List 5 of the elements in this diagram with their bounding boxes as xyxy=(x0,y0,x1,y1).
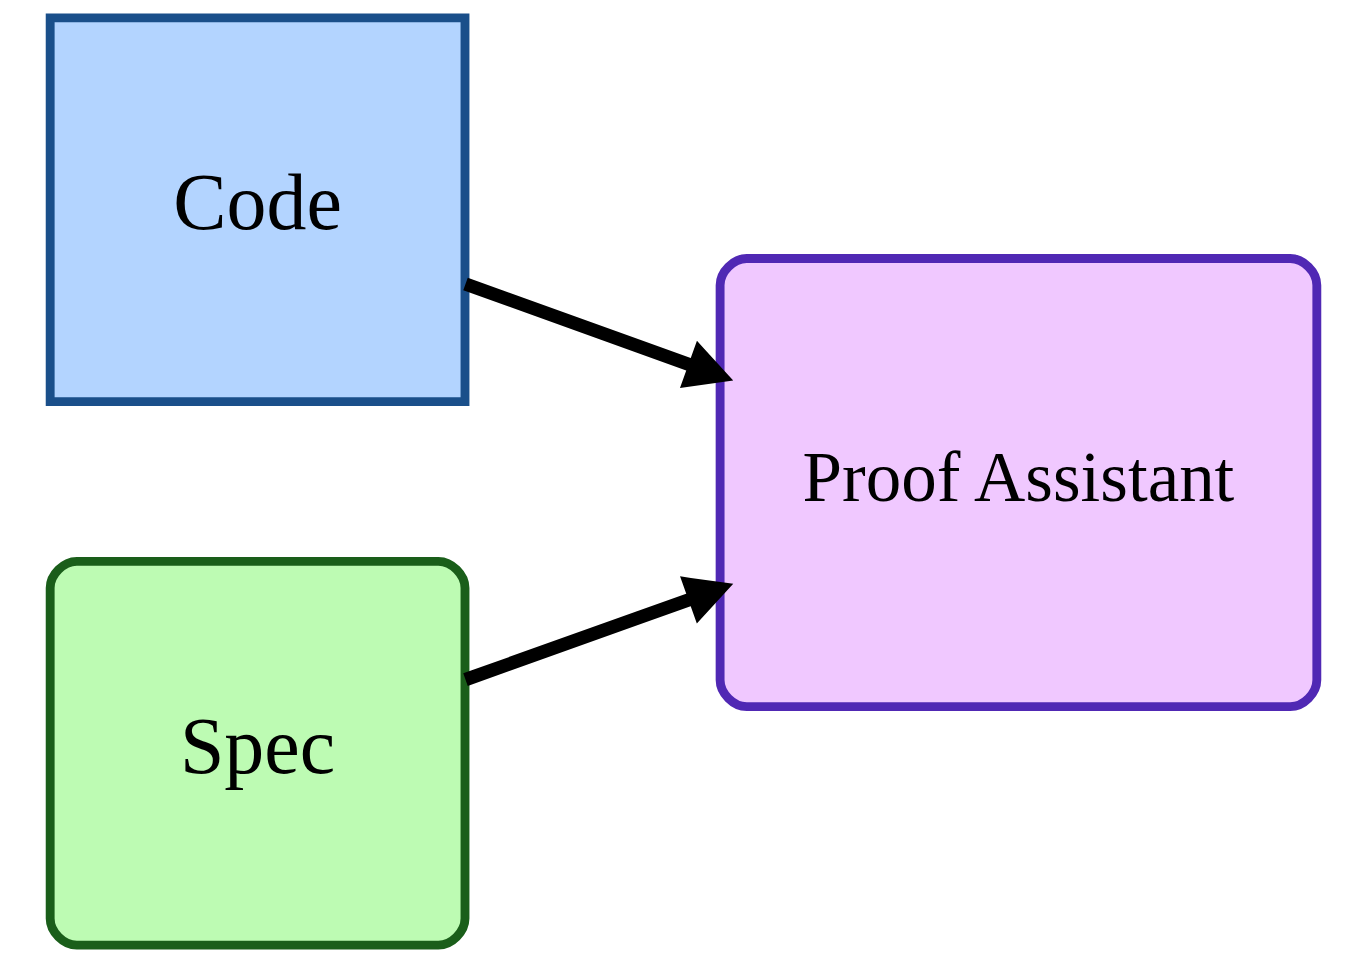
arrow xyxy=(463,575,734,686)
arrow xyxy=(463,277,734,388)
node-box: Code xyxy=(45,12,470,406)
node-box: Proof Assistant xyxy=(715,253,1322,711)
node-box: Spec xyxy=(45,556,470,950)
